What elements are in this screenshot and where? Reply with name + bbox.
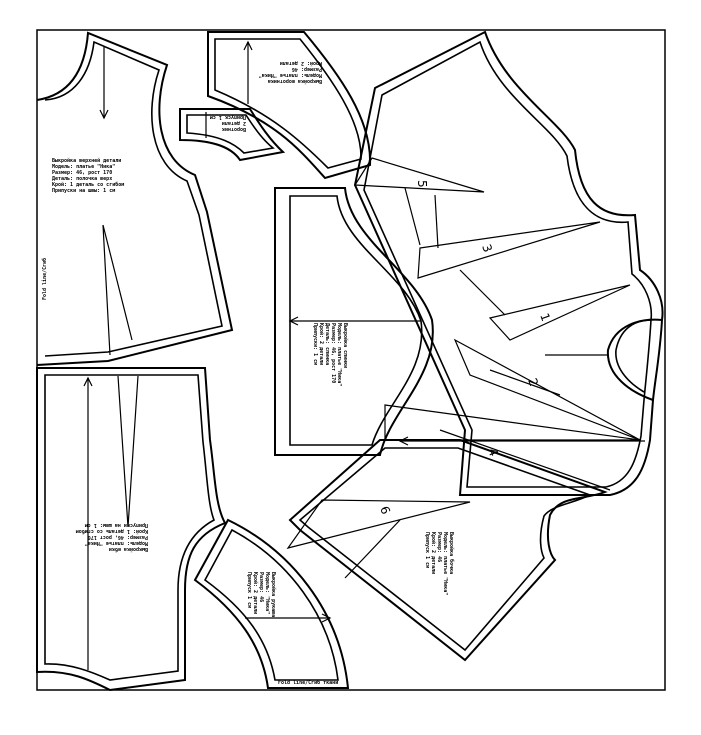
- piece-side-panel: 6 Выкройка бочка Модель: платье "Ника" Р…: [286, 439, 608, 662]
- piece-bodice-right: 5 3 1 2 4: [353, 30, 664, 496]
- piece-sleeve-cap-label: Выкройка рукава Модель: "Ника" Размер: 4…: [246, 572, 276, 620]
- piece-back-center-label: Выкройка спинки Модель: платье "Ника" Ра…: [312, 323, 348, 389]
- dart-number-1: 1: [537, 311, 553, 323]
- piece-skirt-front: Выкройка юбки Модель: платье "Ника" Разм…: [36, 367, 227, 692]
- piece-skirt-front-label: Выкройка юбки Модель: платье "Ника" Разм…: [73, 522, 148, 553]
- piece-collar-small: Воротник 2 детали Припуск 1 см: [179, 108, 286, 162]
- dart-number-3: 3: [479, 242, 495, 254]
- sheet-frame: [36, 29, 666, 691]
- dart-number-2: 2: [525, 376, 541, 388]
- piece-collar-large: Выкройка воротника Модель: платье "Ника"…: [207, 31, 372, 180]
- dart-number-6: 6: [377, 504, 393, 516]
- piece-sleeve-cap: Выкройка рукава Модель: "Ника" Размер: 4…: [193, 518, 350, 689]
- dart-number-5: 5: [415, 180, 429, 188]
- fold-label-bottom: Fold line/Сгиб ткани: [278, 679, 338, 686]
- piece-side-panel-label: Выкройка бочка Модель: платье "Ника" Раз…: [424, 532, 455, 598]
- fold-label-left: Fold line/Сгиб: [41, 258, 48, 300]
- piece-front-upper: Выкройка верхней детали Модель: платье "…: [36, 31, 234, 366]
- piece-front-upper-label: Выкройка верхней детали Модель: платье "…: [52, 158, 127, 194]
- piece-collar-small-label: Воротник 2 детали Припуск 1 см: [210, 114, 246, 132]
- piece-collar-large-label: Выкройка воротника Модель: платье "Ника"…: [256, 60, 322, 84]
- piece-back-center: Выкройка спинки Модель: платье "Ника" Ра…: [274, 187, 434, 456]
